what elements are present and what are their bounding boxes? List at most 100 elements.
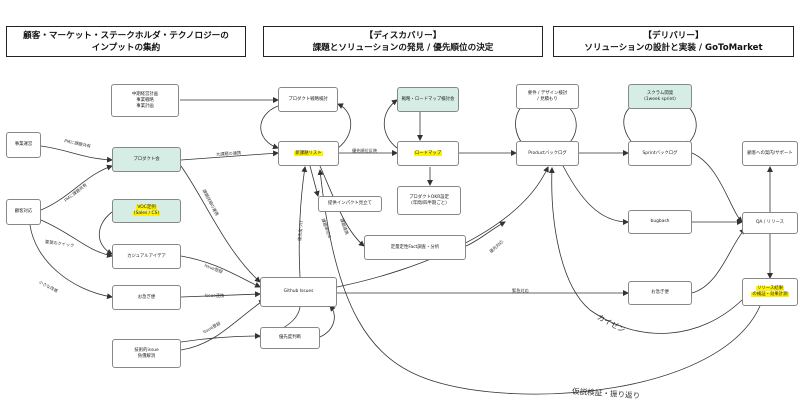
node-business-plan: 中期経営計画 事業戦略 事業計画 [111, 84, 179, 117]
node-github: Github Issues [260, 277, 337, 307]
edge-customer-to-urgent [29, 224, 113, 300]
node-guide-line1: 顧客への案内/サポート [747, 150, 793, 156]
edge-product-to-issuelist [180, 150, 279, 161]
node-priority-line1: 優先度判断 [279, 335, 301, 340]
node-casual-idea: カジュアルアイデア [112, 244, 181, 269]
node-product-backlog-line1: Productバックログ [528, 150, 567, 156]
edge-customer-to-product [40, 164, 113, 211]
node-casual-idea-line1: カジュアルアイデア [127, 253, 166, 259]
node-urgent-right: お急ぎ便 [628, 281, 692, 305]
node-requirements-line1: 要件 / デザイン検討 [527, 90, 568, 96]
node-voc: VOC定例 (Sales / CS) [112, 199, 181, 223]
edge-issuelist-to-research [319, 165, 365, 247]
label-issue-register-2: Issue連携 [205, 293, 225, 298]
node-okr-line1: プロダクトOKR設定 [408, 194, 450, 200]
header-delivery-line2: ソリューションの設計と実装 / GoToMarket [584, 42, 763, 53]
node-research-line1: 定量定性Fact調査・分析 [390, 244, 440, 250]
node-strategy-review: プロダクト戦略検討 [278, 87, 338, 112]
node-impact-line1: 提供インパクト見立て [328, 201, 372, 206]
edge-voc-loop [98, 211, 113, 255]
node-scrum: スクラム開発 (1week sprint) [628, 84, 692, 109]
header-input-line1: 顧客・マーケット・ステークホルダ・テクノロジーの [23, 30, 229, 41]
node-sprint-backlog-line1: Sprintバックログ [642, 150, 678, 156]
node-impact: 提供インパクト見立て [318, 196, 382, 212]
node-roadmap-review: 戦略・ロードマップ検討会 [397, 87, 459, 112]
header-discovery: 【ディスカバリー】 課題とソリューションの発見 / 優先順位の決定 [263, 26, 543, 57]
node-issue-list-line1: 新課題リスト [294, 150, 323, 156]
node-roadmap-review-line1: 戦略・ロードマップ検討会 [401, 96, 455, 102]
edge-urgentright-to-qa [691, 228, 746, 294]
node-requirements: 要件 / デザイン検討 / 見積もり [516, 84, 579, 109]
node-release-review: リリース結果 の検証・効果計測 [742, 278, 798, 306]
node-issue-list: 新課題リスト [278, 141, 339, 166]
node-issue-list-text: 新課題リスト [294, 150, 323, 157]
node-release-review-line2: の検証・効果計測 [751, 292, 789, 297]
node-qa: QA / リリース [742, 212, 798, 234]
node-research: 定量定性Fact調査・分析 [364, 235, 466, 260]
edge-github-to-backlog [336, 166, 549, 288]
edge-research-loop [465, 221, 506, 247]
node-okr: プロダクトOKR設定 (年間/四半期ごと) [397, 186, 461, 215]
edge-casual-to-github [180, 255, 261, 288]
node-tech-issue: 技術的issue 負債解消 [112, 339, 181, 368]
edge-backlog-to-bugbash [559, 159, 629, 225]
edge-product-to-github [180, 165, 261, 283]
node-release-review-text2: の検証・効果計測 [751, 292, 789, 298]
node-business-plan-line3: 事業計画 [136, 103, 154, 109]
label-priority-reflect: 優先順位反映 [352, 148, 378, 153]
header-discovery-line2: 課題とソリューションの発見 / 優先順位の決定 [312, 42, 494, 53]
node-customer: 顧客対応 [6, 199, 41, 225]
node-scrum-line1: スクラム開発 [646, 90, 674, 96]
header-delivery: 【デリバリー】 ソリューションの設計と実装 / GoToMarket [553, 26, 794, 57]
node-customer-line1: 顧客対応 [14, 209, 33, 214]
node-voc-line1: VOC定例 [136, 205, 157, 210]
node-roadmap: ロードマップ [397, 141, 459, 166]
header-discovery-line1: 【ディスカバリー】 [364, 30, 442, 41]
edge-roadmap-to-review [384, 99, 398, 149]
edge-strategy-loop [260, 105, 279, 150]
edge-priority-to-github [319, 305, 336, 338]
node-requirements-line2: / 見積もり [537, 96, 558, 102]
edge-sprint-to-scrum [623, 103, 636, 147]
node-okr-line2: (年間/四半期ごと) [411, 200, 447, 206]
node-bugbash: bugbash [628, 210, 692, 234]
node-voc-text: VOC定例 [136, 205, 157, 211]
node-roadmap-text: ロードマップ [413, 150, 443, 157]
node-qa-line1: QA / リリース [755, 220, 785, 225]
node-voc-line2: (Sales / CS) [132, 211, 161, 216]
edge-issuelist-to-impact [309, 165, 320, 197]
edge-github-to-issuelist [298, 166, 308, 278]
edge-ops-to-product [40, 145, 113, 163]
edge-sprint-to-qa [691, 152, 743, 223]
label-urgent: 緊急対応 [512, 288, 529, 293]
node-release-review-text: リリース結果 [755, 286, 785, 292]
node-tech-issue-line1: 技術的issue [134, 347, 159, 353]
node-guide: 顧客への案内/サポート [742, 141, 798, 166]
header-delivery-line1: 【デリバリー】 [643, 30, 704, 41]
edge-customer-to-casual [40, 219, 113, 258]
node-product-meeting: プロダクト会 [112, 147, 181, 172]
node-priority: 優先度判断 [260, 327, 320, 349]
node-urgent-left: お急ぎ便 [112, 285, 181, 310]
node-strategy-review-line1: プロダクト戦略検討 [288, 96, 328, 102]
edge-tech-to-github [180, 299, 265, 351]
edge-scrum-to-sprint [684, 103, 697, 147]
node-business-ops: 事業運営 [6, 132, 41, 158]
header-input: 顧客・マーケット・ステークホルダ・テクノロジーの インプットの集約 [6, 26, 246, 57]
node-business-plan-line2: 事業戦略 [136, 97, 154, 103]
edge-kaizen [548, 167, 743, 334]
node-business-ops-line1: 事業運営 [14, 142, 33, 147]
node-tech-issue-line2: 負債解消 [137, 353, 156, 359]
edge-urgent-to-github [180, 291, 261, 298]
node-github-line1: Github Issues [283, 289, 314, 294]
node-urgent-left-line1: お急ぎ便 [137, 294, 156, 300]
node-release-review-line1: リリース結果 [755, 286, 785, 291]
node-product-backlog: Productバックログ [516, 141, 579, 166]
node-urgent-right-line1: お急ぎ便 [651, 290, 669, 295]
node-scrum-line2: (1week sprint) [644, 96, 676, 102]
node-voc-text2: (Sales / CS) [132, 211, 161, 217]
node-sprint-backlog: Sprintバックログ [628, 141, 692, 166]
header-input-line2: インプットの集約 [91, 42, 161, 53]
edge-tech-to-priority [180, 333, 261, 343]
